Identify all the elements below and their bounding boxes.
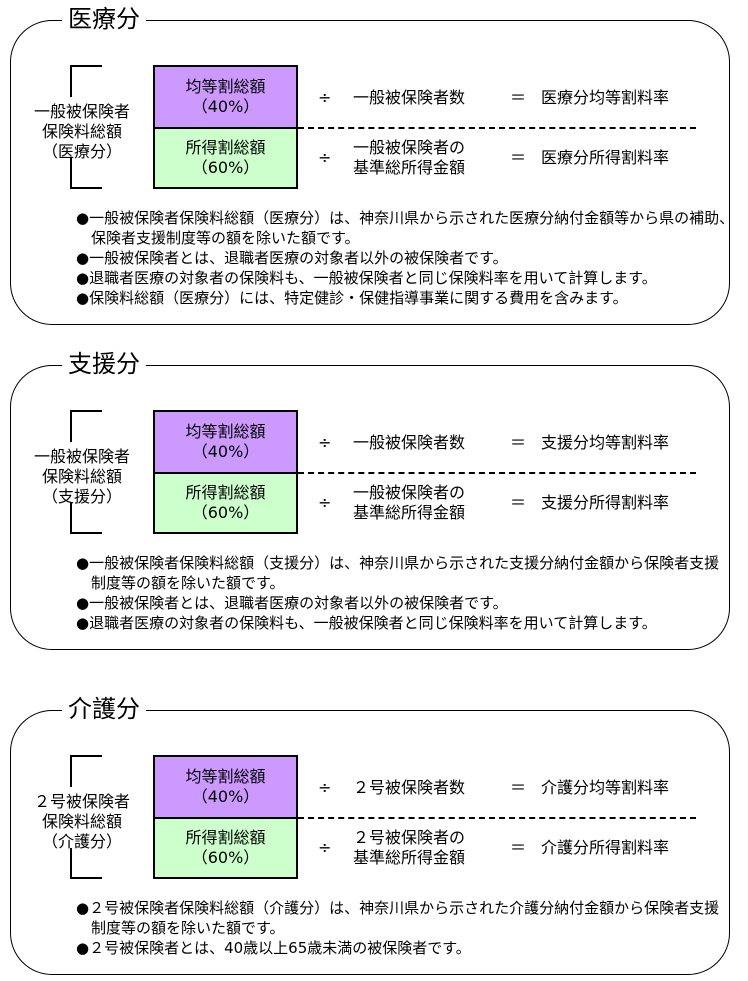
- box-line: 均等割総額: [185, 422, 266, 441]
- divisor-line: 基準総所得金額: [353, 848, 466, 867]
- per-capita-box: 均等割総額（40%）: [153, 65, 298, 129]
- note-item: ●保険料総額（医療分）には、特定健診・保健指導事業に関する費用を含みます。: [76, 289, 628, 307]
- divisor: 一般被保険者の基準総所得金額: [353, 483, 465, 523]
- label-line: 一般被保険者: [33, 102, 130, 121]
- label-line: ２号被保険者: [33, 792, 130, 811]
- box-line: （60%）: [191, 158, 260, 177]
- divisor-line: 一般被保険者数: [353, 433, 466, 452]
- dashed-divider: [298, 127, 696, 129]
- result-rate: 医療分所得割料率: [541, 148, 670, 167]
- box-line: （60%）: [191, 503, 260, 522]
- bracket-bottom: [70, 158, 102, 189]
- dashed-divider: [298, 472, 696, 474]
- label-line: （支援分）: [41, 487, 122, 506]
- divide-sign: ÷: [318, 148, 332, 167]
- dashed-divider: [298, 817, 696, 819]
- note-item: ●一般被保険者保険料総額（支援分）は、神奈川県から示された支援分納付金額から保険…: [76, 554, 720, 592]
- divisor-line: 一般被保険者数: [353, 88, 466, 107]
- divisor: 一般被保険者数: [353, 433, 465, 453]
- section-frame: [10, 710, 730, 975]
- label-line: 保険料総額: [41, 467, 122, 486]
- box-line: 均等割総額: [185, 767, 266, 786]
- equals-sign: ＝: [510, 148, 527, 167]
- equals-sign: ＝: [510, 778, 527, 797]
- notes-list: ●一般被保険者保険料総額（支援分）は、神奈川県から示された支援分納付金額から保険…: [76, 553, 726, 633]
- total-premium-label: 一般被保険者保険料総額（支援分）: [18, 447, 146, 507]
- box-line: 所得割総額: [185, 483, 266, 502]
- per-capita-box: 均等割総額（40%）: [153, 755, 298, 819]
- equals-sign: ＝: [510, 433, 527, 452]
- section-frame: [10, 365, 730, 650]
- divide-sign: ÷: [318, 433, 332, 452]
- box-line: 所得割総額: [185, 828, 266, 847]
- divide-sign: ÷: [318, 778, 332, 797]
- result-rate: 介護分所得割料率: [541, 838, 670, 857]
- equals-sign: ＝: [510, 493, 527, 512]
- box-line: （60%）: [191, 848, 260, 867]
- label-line: （介護分）: [41, 832, 122, 851]
- box-line: （40%）: [191, 97, 260, 116]
- box-line: 均等割総額: [185, 77, 266, 96]
- bracket-bottom: [70, 848, 102, 879]
- income-based-box: 所得割総額（60%）: [153, 817, 298, 879]
- total-premium-label: ２号被保険者保険料総額（介護分）: [18, 792, 146, 852]
- note-item: ●退職者医療の対象者の保険料も、一般被保険者と同じ保険料率を用いて計算します。: [76, 614, 657, 632]
- note-item: ●２号被保険者とは、40歳以上65歳未満の被保険者です。: [76, 939, 471, 957]
- label-line: （医療分）: [41, 142, 122, 161]
- divisor-line: 一般被保険者の: [353, 483, 466, 502]
- bracket-top: [70, 65, 102, 97]
- divisor: ２号被保険者の基準総所得金額: [353, 828, 465, 868]
- note-item: ●一般被保険者保険料総額（医療分）は、神奈川県から示された医療分納付金額等から県…: [76, 209, 735, 247]
- note-item: ●２号被保険者保険料総額（介護分）は、神奈川県から示された介護分納付金額から保険…: [76, 899, 720, 937]
- note-item: ●一般被保険者とは、退職者医療の対象者以外の被保険者です。: [76, 249, 508, 267]
- total-premium-label: 一般被保険者保険料総額（医療分）: [18, 102, 146, 162]
- equals-sign: ＝: [510, 88, 527, 107]
- section-title: 医療分: [62, 3, 146, 35]
- section-title: 支援分: [62, 348, 146, 380]
- note-item: ●退職者医療の対象者の保険料も、一般被保険者と同じ保険料率を用いて計算します。: [76, 269, 657, 287]
- section-2: 支援分一般被保険者保険料総額（支援分）均等割総額（40%）÷一般被保険者数＝支援…: [10, 348, 730, 650]
- result-rate: 支援分所得割料率: [541, 493, 670, 512]
- divisor-line: 基準総所得金額: [353, 158, 466, 177]
- notes-list: ●一般被保険者保険料総額（医療分）は、神奈川県から示された医療分納付金額等から県…: [76, 208, 734, 308]
- bracket-bottom: [70, 503, 102, 534]
- divisor-line: ２号被保険者数: [353, 778, 466, 797]
- result-rate: 医療分均等割料率: [541, 88, 670, 107]
- income-based-box: 所得割総額（60%）: [153, 127, 298, 189]
- divisor-line: ２号被保険者の: [353, 828, 466, 847]
- divide-sign: ÷: [318, 88, 332, 107]
- label-line: 一般被保険者: [33, 447, 130, 466]
- box-line: （40%）: [191, 442, 260, 461]
- section-title: 介護分: [62, 693, 146, 725]
- income-based-box: 所得割総額（60%）: [153, 472, 298, 534]
- note-item: ●一般被保険者とは、退職者医療の対象者以外の被保険者です。: [76, 594, 508, 612]
- section-frame: [10, 20, 730, 325]
- bracket-top: [70, 410, 102, 442]
- notes-list: ●２号被保険者保険料総額（介護分）は、神奈川県から示された介護分納付金額から保険…: [76, 898, 726, 958]
- divisor: ２号被保険者数: [353, 778, 465, 798]
- result-rate: 支援分均等割料率: [541, 433, 670, 452]
- divisor-line: 一般被保険者の: [353, 138, 466, 157]
- section-1: 医療分一般被保険者保険料総額（医療分）均等割総額（40%）÷一般被保険者数＝医療…: [10, 3, 734, 325]
- label-line: 保険料総額: [41, 122, 122, 141]
- equals-sign: ＝: [510, 838, 527, 857]
- box-line: 所得割総額: [185, 138, 266, 157]
- divisor-line: 基準総所得金額: [353, 503, 466, 522]
- result-rate: 介護分均等割料率: [541, 778, 670, 797]
- divisor: 一般被保険者数: [353, 88, 465, 108]
- box-line: （40%）: [191, 787, 260, 806]
- label-line: 保険料総額: [41, 812, 122, 831]
- bracket-top: [70, 755, 102, 787]
- per-capita-box: 均等割総額（40%）: [153, 410, 298, 474]
- divisor: 一般被保険者の基準総所得金額: [353, 138, 465, 178]
- divide-sign: ÷: [318, 838, 332, 857]
- divide-sign: ÷: [318, 493, 332, 512]
